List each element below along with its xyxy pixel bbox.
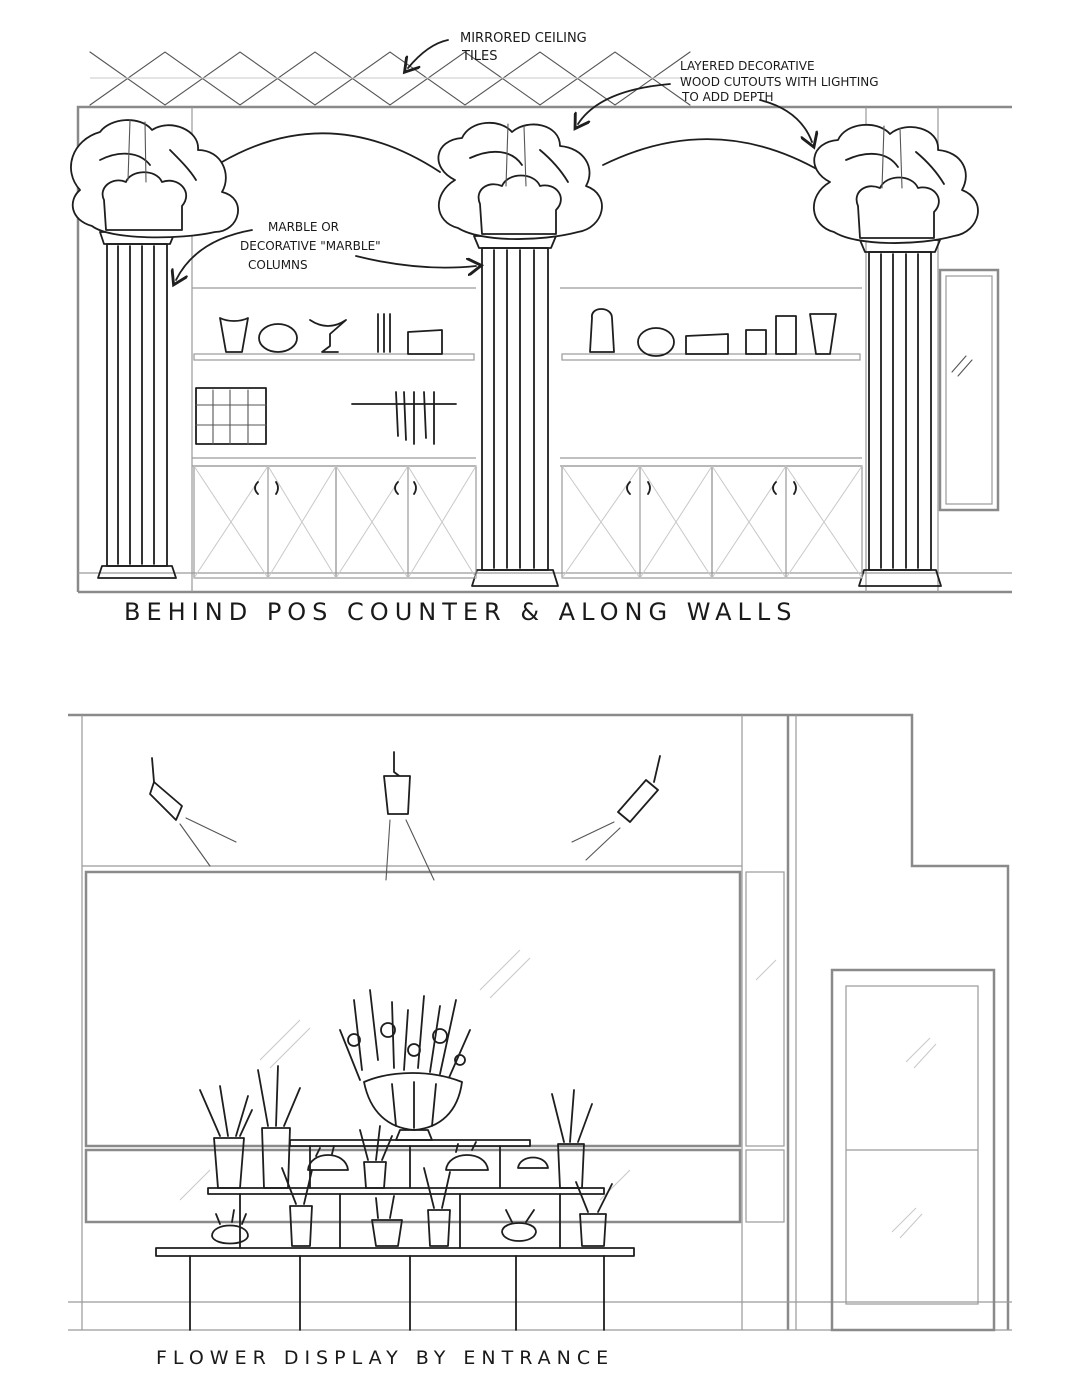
- spotlight-right: [571, 755, 661, 861]
- left-bay-shelving: [192, 287, 477, 579]
- caption-top: BEHIND POS COUNTER & ALONG WALLS: [124, 598, 798, 626]
- column-left: [97, 231, 177, 579]
- column-center: [471, 235, 559, 587]
- annotation-cutouts: LAYERED DECORATIVE WOOD CUTOUTS WITH LIG…: [578, 59, 879, 142]
- arch-right: [602, 138, 823, 173]
- cutout-center: [437, 121, 603, 240]
- cutout-right: [813, 123, 979, 244]
- centerpiece-arrangement: [339, 989, 471, 1141]
- cutout-left: [70, 119, 239, 239]
- annotation-ceiling-line-2: TILES: [461, 49, 497, 64]
- annotation-ceiling: MIRRORED CEILING TILES: [408, 31, 587, 68]
- caption-bottom: FLOWER DISPLAY BY ENTRANCE: [156, 1347, 614, 1369]
- mirrored-ceiling-tiles: [89, 51, 691, 106]
- right-bay-shelving: [560, 287, 863, 579]
- spotlight-left: [149, 757, 237, 867]
- annotation-ceiling-line-1: MIRRORED CEILING: [460, 31, 587, 46]
- column-right: [858, 239, 942, 587]
- bottom-elevation: FLOWER DISPLAY BY ENTRANCE: [68, 713, 1012, 1369]
- annotation-cutouts-line-3: TO ADD DEPTH: [681, 90, 774, 104]
- annotation-columns-line-1: MARBLE OR: [268, 220, 339, 234]
- top-elevation: MIRRORED CEILING TILES LAYERED DECORATIV…: [70, 31, 1012, 626]
- potted-plants: [199, 1065, 613, 1247]
- entrance-door: [830, 968, 996, 1332]
- display-window: [84, 870, 785, 1224]
- bottom-frame: [68, 713, 1012, 1331]
- annotation-cutouts-line-1: LAYERED DECORATIVE: [680, 59, 815, 73]
- annotation-columns: MARBLE OR DECORATIVE "MARBLE" COLUMNS: [176, 220, 476, 280]
- annotation-columns-line-3: COLUMNS: [248, 258, 308, 272]
- annotation-columns-line-2: DECORATIVE "MARBLE": [240, 239, 381, 253]
- spotlight-center: [383, 751, 435, 881]
- annotation-cutouts-line-2: WOOD CUTOUTS WITH LIGHTING: [680, 75, 879, 89]
- arch-left: [221, 132, 441, 173]
- flower-display-table: [155, 1139, 635, 1331]
